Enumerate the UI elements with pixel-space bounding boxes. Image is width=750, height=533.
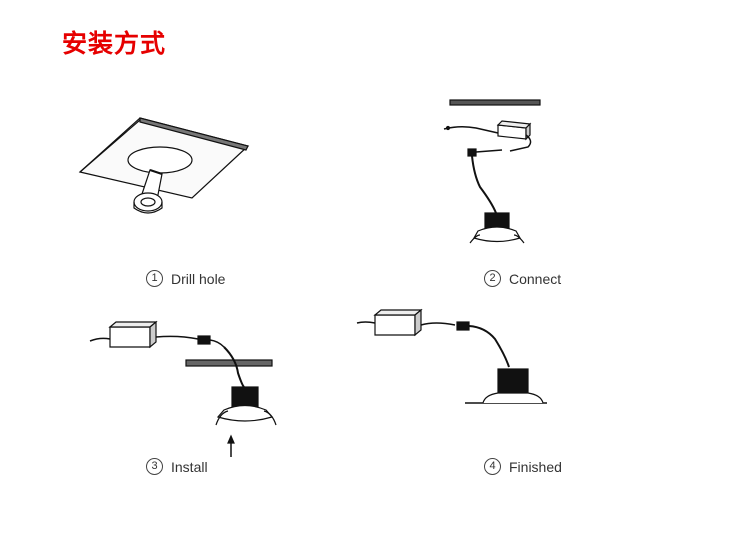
step-3-caption: 3 Install [146, 458, 208, 475]
step-1-caption: 1 Drill hole [146, 270, 225, 287]
step-4-label: Finished [509, 458, 562, 475]
downlight-icon [465, 368, 547, 404]
step-2-label: Connect [509, 270, 562, 287]
step-2-caption: 2 Connect [484, 270, 561, 287]
step-1-label: Drill hole [171, 270, 226, 287]
step-3-label: Install [171, 458, 208, 475]
driver-box-icon [108, 320, 158, 349]
driver-box-icon [373, 308, 423, 337]
connect-illustration [443, 99, 541, 244]
drill-hole-illustration [78, 117, 250, 214]
connector-icon [456, 321, 470, 331]
downlight-icon [469, 212, 525, 244]
step-2-number: 2 [484, 270, 501, 287]
hole-saw-icon [133, 169, 163, 214]
up-arrow-icon [227, 434, 235, 457]
step-4-number: 4 [484, 458, 501, 475]
driver-box-icon [496, 120, 532, 141]
downlight-icon [215, 386, 277, 426]
install-illustration [89, 320, 277, 457]
page-title: 安装方式 [62, 29, 167, 58]
connector-icon [197, 335, 211, 345]
step-3-number: 3 [146, 458, 163, 475]
ceiling-board [449, 99, 541, 106]
finished-illustration [356, 308, 547, 404]
step-1-number: 1 [146, 270, 163, 287]
ceiling-board [185, 359, 273, 367]
ceiling-hole [127, 146, 193, 174]
connector-icon [467, 148, 477, 157]
step-4-caption: 4 Finished [484, 458, 562, 475]
